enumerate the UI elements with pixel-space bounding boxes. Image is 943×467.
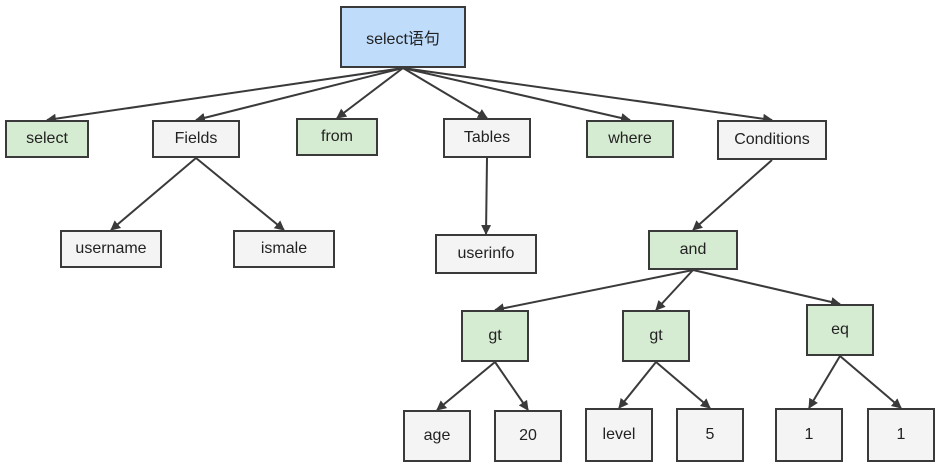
node-eq-operator: eq (806, 304, 874, 356)
node-select-statement: select语句 (340, 6, 466, 68)
node-level: level (585, 408, 653, 462)
edge-tables-to-userinfo (481, 157, 492, 235)
edge-root-to-tables (402, 67, 488, 119)
edge-gt2-to-5 (655, 361, 711, 409)
edge-and-to-gt1 (494, 269, 694, 314)
edge-eq-to-1b (839, 355, 902, 409)
node-tables: Tables (443, 118, 531, 158)
node-conditions: Conditions (717, 120, 827, 160)
edge-root-to-select (46, 67, 404, 124)
node-select-keyword: select (5, 120, 89, 158)
node-ismale: ismale (233, 230, 335, 268)
edge-eq-to-1a (808, 355, 841, 409)
node-gt-operator-2: gt (622, 310, 690, 362)
edge-gt1-to-20 (494, 361, 529, 411)
edge-gt2-to-level (618, 361, 657, 409)
node-userinfo: userinfo (435, 234, 537, 274)
edge-root-to-fields (195, 67, 404, 123)
node-value-20: 20 (494, 410, 562, 462)
edge-conditions-to-and (692, 159, 773, 231)
node-gt-operator-1: gt (461, 310, 529, 362)
edge-fields-to-ismale (195, 157, 285, 231)
edge-and-to-gt2 (655, 269, 694, 311)
node-username: username (60, 230, 162, 268)
edge-root-to-where (402, 67, 631, 123)
node-value-1-a: 1 (775, 408, 843, 462)
edge-root-to-conditions (402, 67, 773, 124)
edge-root-to-from (336, 67, 404, 119)
node-from-keyword: from (296, 118, 378, 156)
node-and-operator: and (648, 230, 738, 270)
node-value-5: 5 (676, 408, 744, 462)
node-fields: Fields (152, 120, 240, 158)
edge-gt1-to-age (436, 361, 496, 411)
edge-and-to-eq (692, 269, 841, 307)
edge-fields-to-username (110, 157, 197, 231)
node-age: age (403, 410, 471, 462)
node-value-1-b: 1 (867, 408, 935, 462)
node-where-keyword: where (586, 120, 674, 158)
